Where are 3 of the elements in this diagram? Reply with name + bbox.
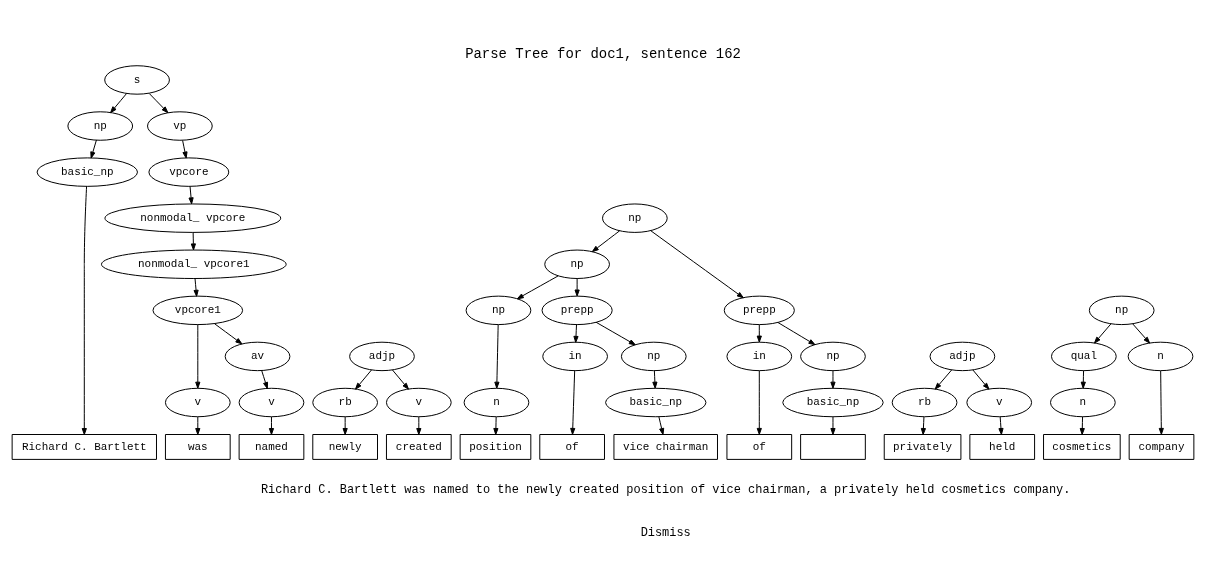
diagram-title: Parse Tree for doc1, sentence 162	[465, 45, 741, 62]
label: Richard C. Bartlett was named to the newly created position of vice chairman, a privately held cosmetics company.	[260, 482, 1071, 497]
label: Dismiss	[640, 525, 691, 540]
